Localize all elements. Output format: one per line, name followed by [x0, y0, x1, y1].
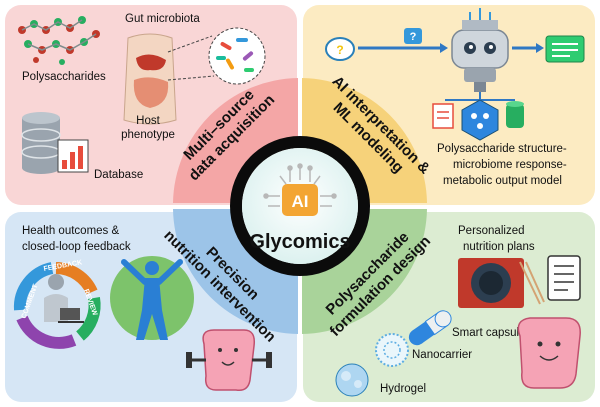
nanocarrier-icon [375, 333, 409, 367]
ring-band-bottom-right [302, 209, 427, 334]
ring-band-top-left [173, 78, 298, 203]
capsule-icon [408, 310, 452, 346]
feedback-cycle-icon: FEEDBACK REVIEW COMMENT [13, 259, 101, 349]
health-text-line-2: closed-loop feedback [22, 241, 131, 253]
label-nanocarrier: Nanocarrier [412, 349, 472, 361]
food-plate-icon [458, 258, 545, 308]
label-database: Database [94, 169, 143, 181]
ring-band-bottom-left [173, 209, 298, 334]
svg-text:?: ? [410, 31, 417, 43]
bar-chart-icon [57, 139, 89, 173]
svg-text:?: ? [336, 43, 343, 57]
person-laptop-icon [44, 274, 84, 323]
label-gut-microbiota: Gut microbiota [125, 13, 200, 25]
model-text-line-3: metabolic output model [443, 175, 562, 187]
label-phenotype: phenotype [121, 129, 175, 141]
question-flow-icon: ? ? [325, 28, 448, 61]
database-icon [21, 112, 61, 174]
label-hydrogel: Hydrogel [380, 383, 426, 395]
circuit-icon [263, 163, 337, 207]
label-smart-capsule: Smart capsule [452, 327, 526, 339]
label-polysaccharides: Polysaccharides [22, 71, 106, 83]
plans-text-line-1: Personalized [458, 225, 524, 237]
human-body-icon [110, 256, 194, 340]
model-text-line-2: microbiome response- [453, 159, 567, 171]
model-text-line-1: Polysaccharide structure- [437, 143, 567, 155]
intestine-dumbbell-icon [186, 329, 272, 392]
polysaccharide-molecules-icon [18, 16, 100, 65]
output-panel-icon [512, 35, 585, 63]
health-text-line-1: Health outcomes & [22, 225, 119, 237]
ring-band-top-right [302, 78, 427, 203]
plans-text-line-2: nutrition plans [463, 241, 535, 253]
happy-intestine-icon [517, 317, 581, 389]
robot-icon [451, 8, 509, 92]
notebook-icon [547, 255, 581, 301]
ai-badge-text: AI [292, 192, 309, 211]
ai-badge-box [282, 184, 318, 216]
microbiota-zoom-icon [167, 27, 266, 85]
hydrogel-icon [335, 363, 369, 397]
center-title: Glycomics [249, 231, 350, 253]
model-network-icon [432, 92, 524, 141]
label-host: Host [136, 115, 160, 127]
human-torso-icon [123, 33, 177, 125]
dark-ring [230, 136, 370, 276]
